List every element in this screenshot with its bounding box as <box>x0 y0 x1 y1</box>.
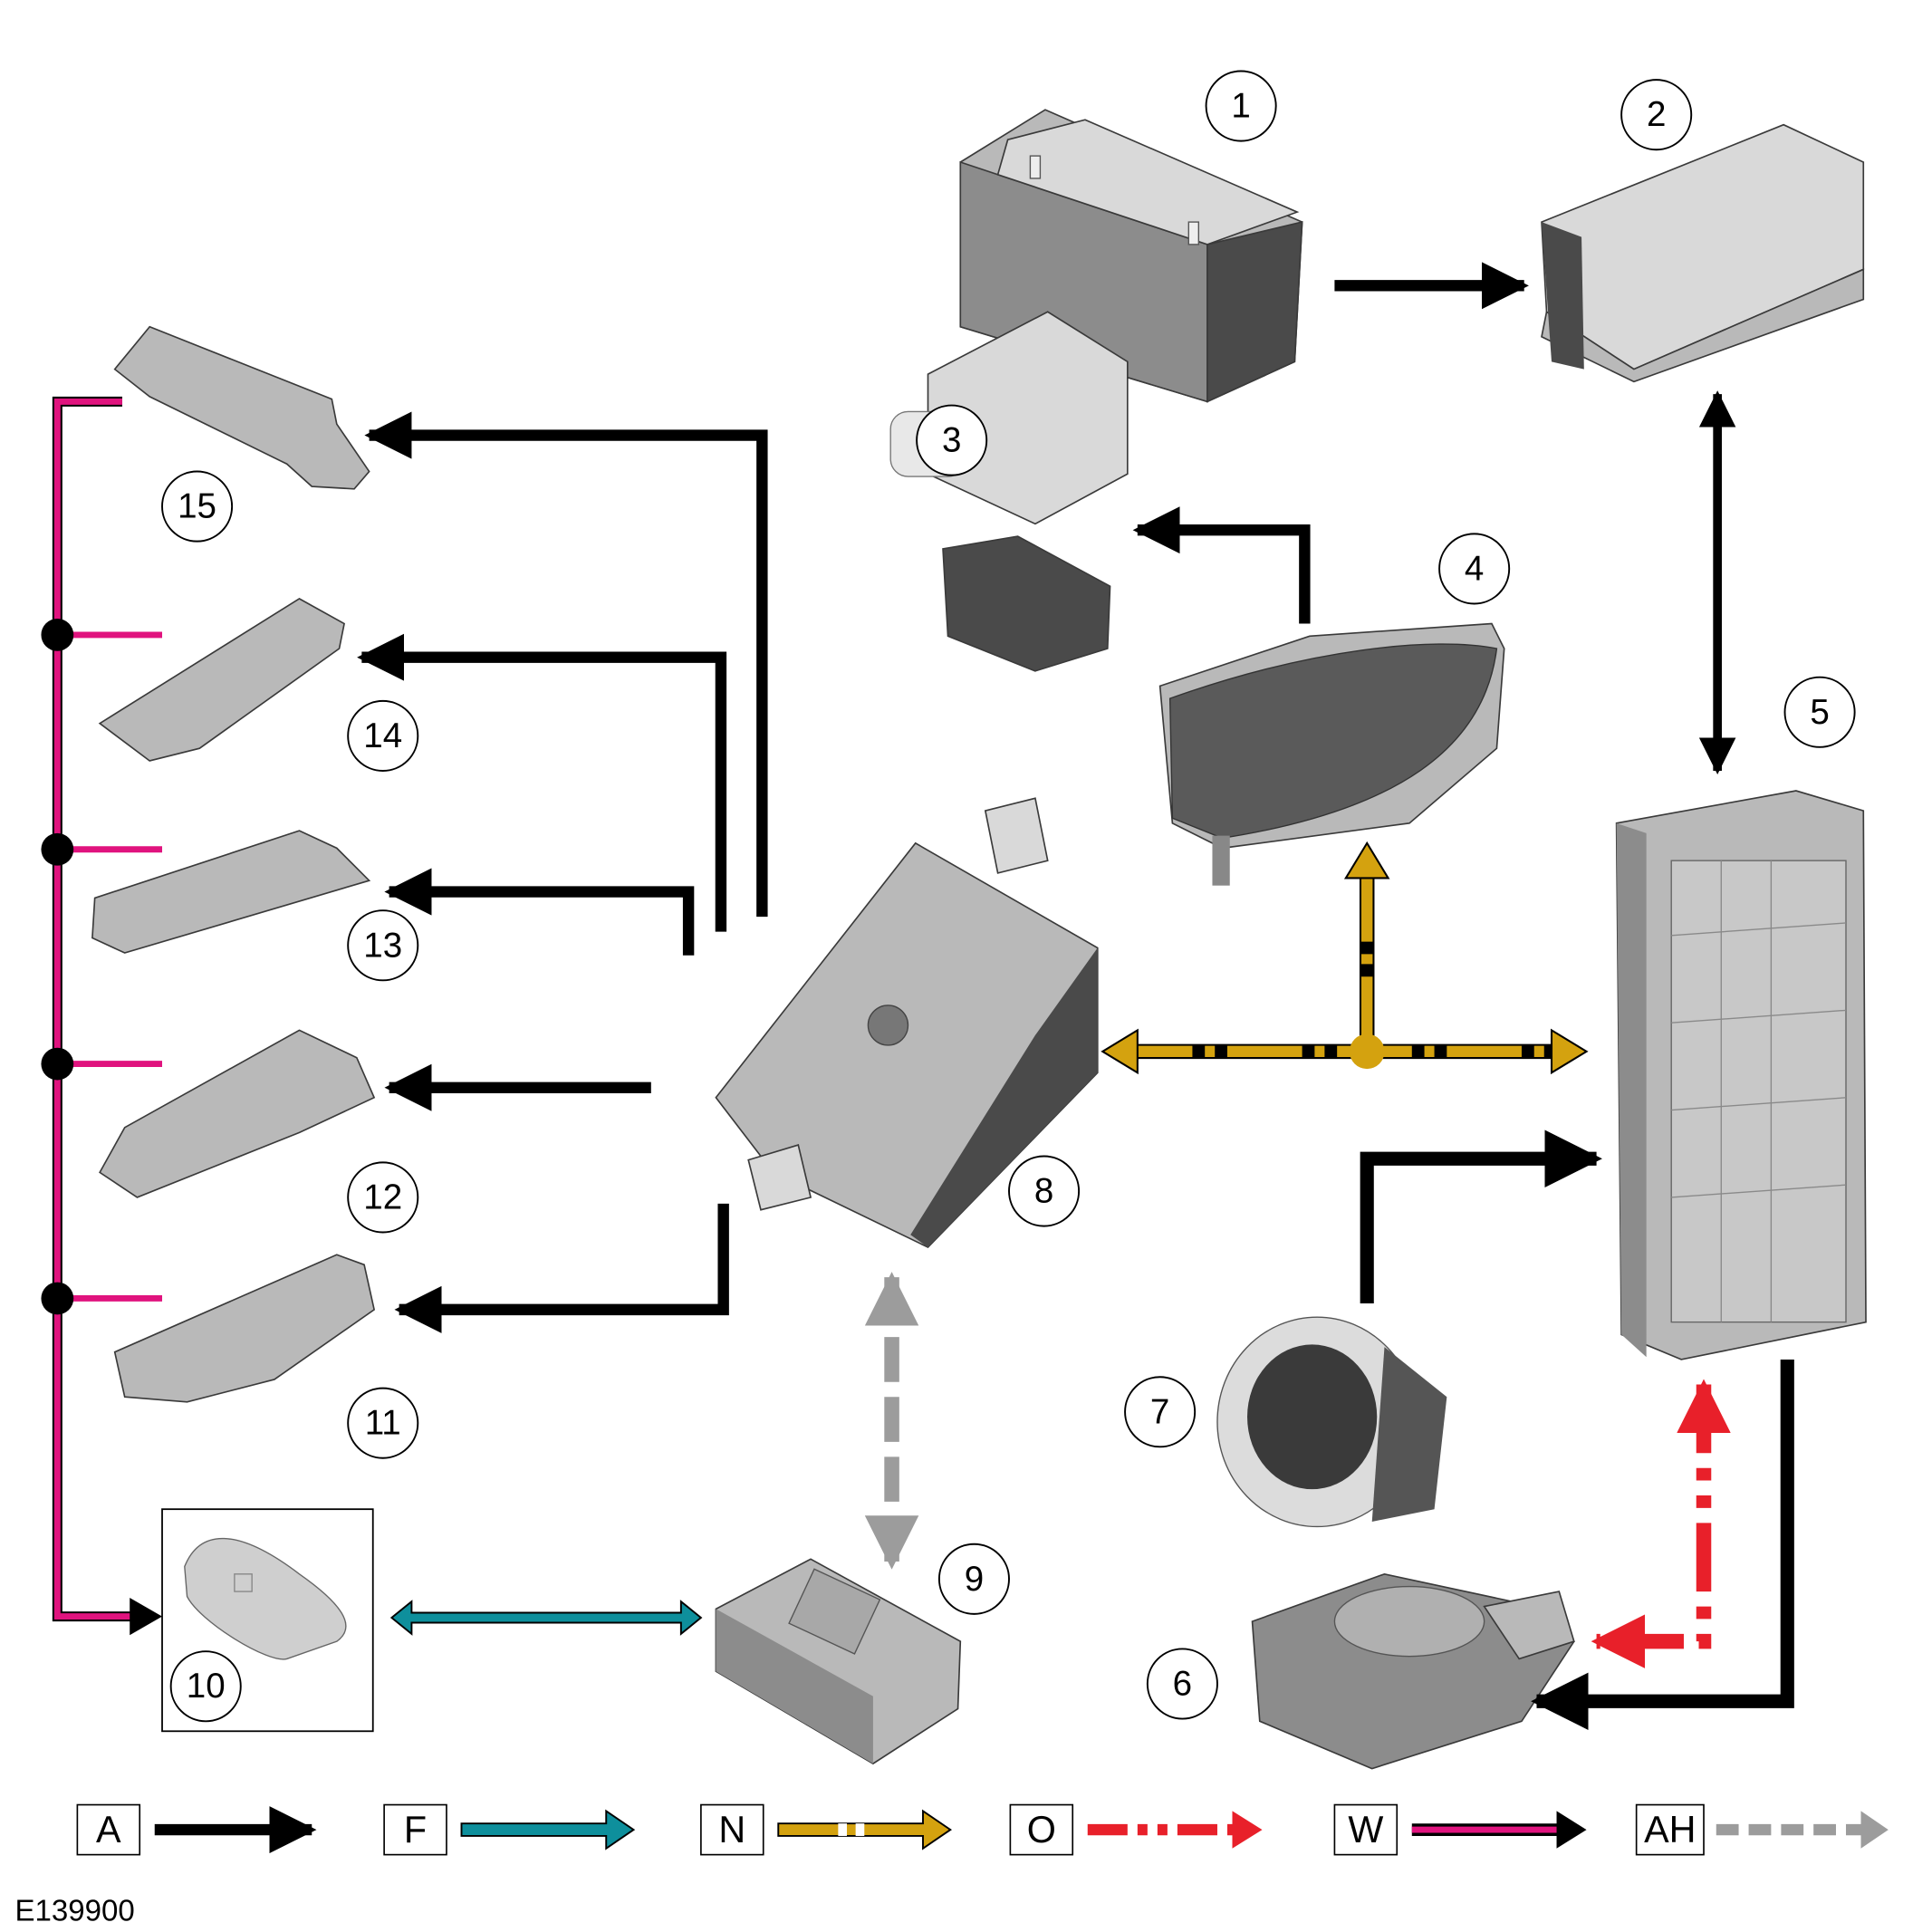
starter-motor-illustration <box>889 311 1129 672</box>
svg-text:9: 9 <box>965 1560 984 1599</box>
callout-13: 13 <box>347 909 419 982</box>
svg-text:5: 5 <box>1810 693 1829 732</box>
keyless-vehicle-module-illustration <box>715 797 1099 1249</box>
svg-text:A: A <box>96 1809 121 1850</box>
link-kvm-to-antenna-14 <box>357 633 727 932</box>
callout-3: 3 <box>916 404 988 476</box>
callout-14: 14 <box>347 699 419 772</box>
antenna-15-illustration <box>113 325 370 490</box>
callout-11: 11 <box>347 1387 419 1459</box>
svg-text:W: W <box>1348 1809 1383 1850</box>
link-button-to-cjb <box>1360 1129 1602 1303</box>
callout-8: 8 <box>1008 1155 1081 1227</box>
callout-1: 1 <box>1205 70 1277 142</box>
callout-7: 7 <box>1124 1376 1197 1448</box>
svg-text:F: F <box>404 1809 427 1850</box>
key-fob-illustration <box>184 1537 347 1660</box>
antenna-13-illustration <box>91 830 371 954</box>
start-stop-button-illustration <box>1216 1316 1447 1528</box>
link-kvm-to-antenna-13 <box>384 868 695 956</box>
callout-2: 2 <box>1620 79 1693 151</box>
svg-text:N: N <box>718 1809 745 1850</box>
receiver-module-illustration <box>715 1558 962 1765</box>
link-ignition-cjb-o <box>1591 1379 1731 1668</box>
svg-text:15: 15 <box>178 487 216 526</box>
key-fob-frame <box>161 1508 374 1733</box>
legend-item-ah: AH <box>1635 1803 1889 1856</box>
instrument-cluster-illustration <box>1158 622 1505 886</box>
svg-text:11: 11 <box>365 1404 401 1443</box>
antenna-11-illustration <box>113 1254 376 1403</box>
battery-junction-box-illustration <box>1541 123 1865 383</box>
callout-6: 6 <box>1146 1648 1218 1720</box>
link-cluster-to-starter <box>1132 506 1311 624</box>
callout-10: 10 <box>169 1650 242 1723</box>
legend-item-a: A <box>76 1803 317 1856</box>
svg-text:AH: AH <box>1644 1809 1696 1850</box>
svg-text:12: 12 <box>363 1177 402 1216</box>
link-cjb-to-ignition <box>1531 1359 1794 1731</box>
legend-item-f: F <box>383 1803 636 1856</box>
ignition-module-illustration <box>1251 1572 1575 1770</box>
link-kvm-to-antenna-15 <box>364 411 768 918</box>
antenna-14-illustration <box>98 598 345 762</box>
svg-text:1: 1 <box>1231 87 1250 126</box>
svg-text:10: 10 <box>187 1667 226 1706</box>
callout-4: 4 <box>1438 533 1511 605</box>
callout-9: 9 <box>937 1543 1010 1615</box>
svg-text:7: 7 <box>1150 1392 1169 1431</box>
callout-5: 5 <box>1783 676 1856 748</box>
svg-text:3: 3 <box>942 421 961 460</box>
svg-text:2: 2 <box>1647 95 1666 134</box>
legend-item-w: W <box>1333 1803 1587 1856</box>
w-bus-antennas <box>41 396 163 1636</box>
link-fob-receiver-f <box>389 1600 703 1636</box>
n-bus-network <box>1101 841 1589 1075</box>
legend-item-n: N <box>700 1803 952 1856</box>
svg-text:14: 14 <box>363 716 402 755</box>
legend-item-o: O <box>1009 1803 1263 1856</box>
legend: A F N O W AH <box>76 1803 1889 1856</box>
callout-12: 12 <box>347 1161 419 1234</box>
svg-text:6: 6 <box>1173 1664 1192 1703</box>
antenna-12-illustration <box>99 1029 376 1198</box>
svg-text:4: 4 <box>1465 549 1484 588</box>
link-kvm-to-antenna-11 <box>394 1203 729 1333</box>
reference-code: E139900 <box>15 1895 135 1928</box>
callout-15: 15 <box>161 470 234 543</box>
svg-text:13: 13 <box>363 926 402 965</box>
svg-text:8: 8 <box>1034 1172 1053 1211</box>
central-junction-box-illustration <box>1615 790 1867 1360</box>
svg-text:O: O <box>1027 1809 1056 1850</box>
